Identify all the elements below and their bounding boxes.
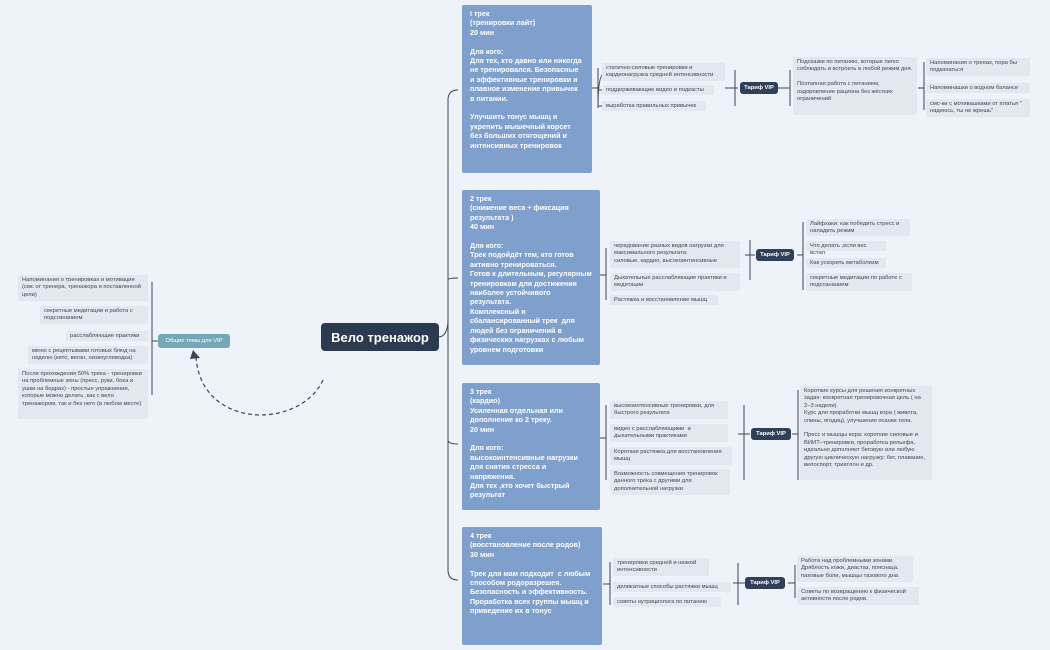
feature-2-1[interactable]: чередование разных видов нагрузки для ма… <box>610 241 740 268</box>
branch-topic <box>151 282 158 395</box>
topic-general-vip[interactable]: Общие темы для VIP <box>158 334 230 348</box>
feature-3-4[interactable]: Возможность совмещения тренировок данног… <box>610 469 730 495</box>
feature-3-1[interactable]: высокоинтенсивные тренировки, для быстро… <box>610 401 728 419</box>
central-node[interactable]: Вело тренажор <box>321 323 439 351</box>
feature-4-2[interactable]: деликатные способы растяжки мышц <box>613 582 731 592</box>
branch-track4-tariff <box>733 563 745 605</box>
vip1-item[interactable]: Подсказки по питанию, которые легко собл… <box>793 57 917 115</box>
vip2-4[interactable]: секретные медитации по работе с подсозна… <box>806 273 912 291</box>
feature-3-3[interactable]: Короткая растяжка для восстановления мыш… <box>610 447 732 465</box>
branch-track1-tariff <box>725 70 738 106</box>
tariff-label: Тариф VIP <box>744 85 774 91</box>
branch-track2 <box>600 248 607 300</box>
track-2[interactable]: 2 трек (снижение веса + фиксация результ… <box>462 190 600 365</box>
track-3[interactable]: 3 трек (кардио) Усиленная отдельная или … <box>462 383 600 510</box>
vip1-sub-1[interactable]: Напоминания о тренах, пора бы подкачатьс… <box>926 58 1030 76</box>
topic-item-4[interactable]: меню с рецептывами готовых блюд на недел… <box>28 346 148 364</box>
tariff-label: Тариф VIP <box>756 431 786 437</box>
branch-vip1 <box>778 70 791 106</box>
topic-label: Общие темы для VIP <box>165 338 223 344</box>
tariff-label: Тариф VIP <box>760 252 790 258</box>
branch-track1 <box>592 68 605 109</box>
feature-2-3[interactable]: Растяжка и восстановление мышц <box>610 295 718 305</box>
track-4[interactable]: 4 трек (восстановление после родов) 30 м… <box>462 527 602 645</box>
vip2-1[interactable]: Лайфхаки: как победить стресс и наладить… <box>806 219 910 236</box>
feature-1-1[interactable]: статично-силовые тренировки и кардионагр… <box>602 63 725 81</box>
tariff-vip-2[interactable]: Тариф VIP <box>756 249 794 261</box>
branch-central-tracks <box>437 89 459 581</box>
branch-track2-tariff <box>745 240 755 280</box>
central-label: Вело тренажор <box>331 329 429 345</box>
topic-item-2[interactable]: секретные медитации и работа с подсознан… <box>40 306 148 324</box>
tariff-label: Тариф VIP <box>750 580 780 586</box>
topic-item-5[interactable]: После прохождения 50% трека - тренировки… <box>18 369 148 419</box>
feature-2-2[interactable]: Дыхательные расслабляющие практики и мед… <box>610 273 740 291</box>
tariff-vip-1[interactable]: Тариф VIP <box>740 82 778 94</box>
feature-1-2[interactable]: поддерживающие видео и подкасты <box>602 85 714 95</box>
branch-track3 <box>600 405 607 480</box>
branch-track3-tariff <box>738 405 750 480</box>
branch-vip1-sub <box>918 62 925 110</box>
vip1-sub-2[interactable]: Напоминашки о водном балансе <box>926 83 1030 93</box>
branch-vip2 <box>797 222 804 290</box>
feature-4-3[interactable]: советы нутрициолога по питанию <box>613 597 721 607</box>
vip4-1[interactable]: Работа над проблемными зонами. Дряблость… <box>797 556 913 582</box>
branch-vip3 <box>792 390 799 480</box>
topic-item-1[interactable]: Напоминания о тренировках и мотивация (с… <box>18 275 148 301</box>
feature-4-1[interactable]: тренировки средней и низкой интенсивност… <box>613 558 709 576</box>
vip4-2[interactable]: Советы по возвращению к физической актив… <box>797 587 919 605</box>
track-1[interactable]: I трек (тренировки лайт) 20 мин Для кого… <box>462 5 592 173</box>
tariff-vip-4[interactable]: Тариф VIP <box>745 577 785 589</box>
branch-track4 <box>603 562 611 605</box>
dashed-relation-arrow <box>195 355 324 416</box>
feature-3-2[interactable]: видео с расслабляющими и дыхательными пр… <box>610 424 728 442</box>
feature-1-3[interactable]: выработка правильных привычек <box>602 101 706 111</box>
tariff-vip-3[interactable]: Тариф VIP <box>751 428 791 440</box>
vip1-sub-3[interactable]: смс-ки с мотивашками от платья " надеюсь… <box>926 99 1030 117</box>
dashed-relation-arrowhead <box>190 350 200 359</box>
topic-item-3[interactable]: расслабляющие практики <box>66 331 148 341</box>
vip3-1[interactable]: Короткие курсы для решения конкретных за… <box>800 386 932 480</box>
branch-vip4 <box>788 565 796 598</box>
vip2-3[interactable]: Как ускорить метаболизм <box>806 258 886 268</box>
vip2-2[interactable]: Что делать ,если вес встал <box>806 241 886 256</box>
